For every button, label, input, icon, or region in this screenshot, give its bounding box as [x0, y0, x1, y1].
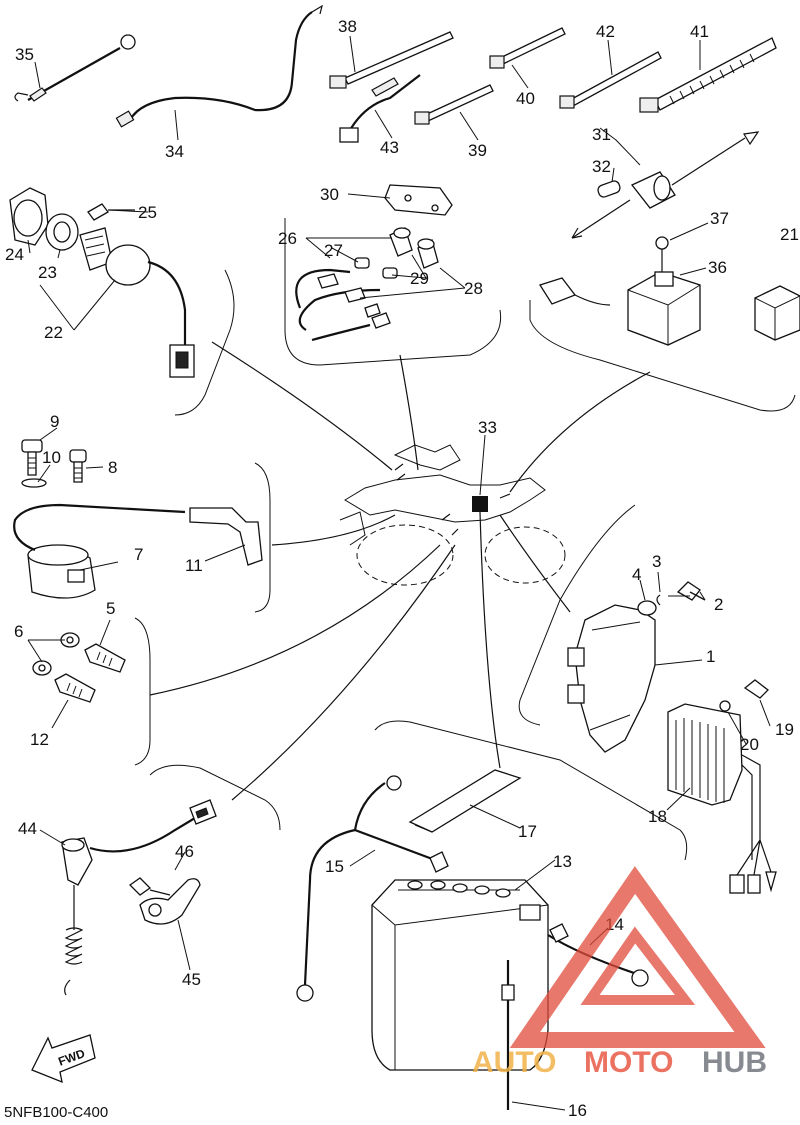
diagram-code: 5NFB100-C400 — [4, 1104, 108, 1121]
relay-36 — [539, 236, 701, 346]
sensor-31 — [571, 131, 760, 239]
ignition-coil — [13, 503, 263, 599]
callout-1: 1 — [706, 647, 715, 666]
screws-8-10 — [21, 439, 87, 488]
callout-41: 41 — [690, 22, 709, 41]
ignition-switch — [9, 187, 195, 378]
callout-17: 17 — [518, 822, 537, 841]
callout-3: 3 — [652, 552, 661, 571]
callout-22: 22 — [44, 323, 63, 342]
callout-12: 12 — [30, 730, 49, 749]
callout-37: 37 — [710, 209, 729, 228]
callout-4: 4 — [632, 565, 641, 584]
callout-6: 6 — [14, 622, 23, 641]
leader-lines — [149, 341, 651, 801]
group-brackets — [134, 218, 796, 861]
callout-42: 42 — [596, 22, 615, 41]
wiring-harness-marker — [472, 496, 488, 512]
callout-20: 20 — [740, 735, 759, 754]
callout-5: 5 — [106, 599, 115, 618]
watermark-hub: HUB — [702, 1046, 767, 1079]
callout-27: 27 — [324, 241, 343, 260]
cable-ties — [329, 27, 777, 143]
callout-11: 11 — [185, 556, 203, 575]
callout-36: 36 — [708, 258, 727, 277]
relay-21 — [754, 285, 800, 341]
cdi-unit — [567, 581, 706, 753]
callout-7: 7 — [134, 545, 143, 564]
bolts-5-6-12 — [32, 632, 126, 703]
callout-21: 21 — [780, 225, 799, 244]
callout-25: 25 — [138, 203, 157, 222]
rectifier-regulator — [667, 679, 777, 894]
callout-9: 9 — [50, 412, 59, 431]
watermark-auto: AUTO — [472, 1046, 556, 1079]
callout-15: 15 — [325, 857, 344, 876]
callout-10: 10 — [42, 448, 61, 467]
callout-45: 45 — [182, 970, 201, 989]
callout-8: 8 — [108, 458, 117, 477]
callout-28: 28 — [464, 279, 483, 298]
callout-46: 46 — [175, 842, 194, 861]
callout-43: 43 — [380, 138, 399, 157]
watermark-logo: AUTO MOTO HUB — [472, 866, 767, 1079]
callout-23: 23 — [38, 263, 57, 282]
callout-24: 24 — [5, 245, 24, 264]
callout-35: 35 — [15, 45, 34, 64]
battery — [296, 769, 649, 1110]
callout-19: 19 — [775, 720, 794, 739]
callout-labels: 1 2 3 4 5 6 7 8 9 10 11 12 13 14 15 16 1… — [5, 17, 799, 1120]
callout-39: 39 — [468, 141, 487, 160]
wire-34 — [115, 4, 323, 128]
callout-2: 2 — [714, 595, 723, 614]
callout-26: 26 — [278, 229, 297, 248]
callout-40: 40 — [516, 89, 535, 108]
connector-group — [295, 184, 453, 342]
callout-18: 18 — [648, 807, 667, 826]
wire-35 — [14, 34, 136, 102]
fwd-arrow: FWD — [31, 1034, 96, 1084]
motorcycle-outline — [339, 444, 566, 586]
callout-33: 33 — [478, 418, 497, 437]
callout-34: 34 — [165, 142, 184, 161]
callout-leaders — [27, 35, 771, 1111]
callout-38: 38 — [338, 17, 357, 36]
callout-44: 44 — [18, 819, 37, 838]
callout-30: 30 — [320, 185, 339, 204]
callout-13: 13 — [553, 852, 572, 871]
callout-32: 32 — [592, 157, 611, 176]
callout-31: 31 — [592, 125, 611, 144]
callout-29: 29 — [410, 269, 429, 288]
neutral-switch — [61, 799, 217, 996]
callout-16: 16 — [568, 1101, 587, 1120]
watermark-moto: MOTO — [584, 1046, 673, 1079]
